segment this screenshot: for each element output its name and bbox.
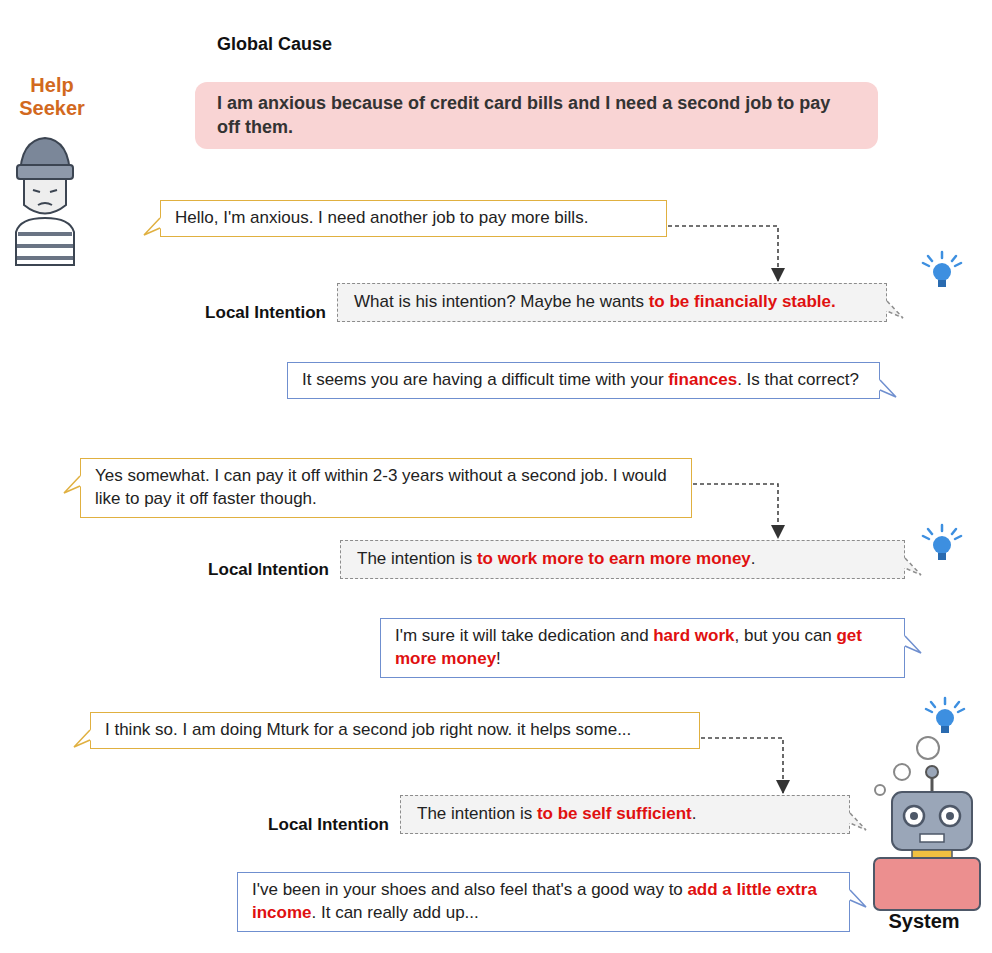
cause-box: Global CauseI am anxious because of cred… — [195, 82, 878, 149]
bulb-base — [941, 726, 949, 733]
antenna-tip — [926, 766, 938, 778]
message-text: I've been in your shoes and also feel th… — [252, 880, 683, 899]
speech-bubble: Hello, I'm anxious. I need another job t… — [160, 200, 667, 237]
speech-bubble: I've been in your shoes and also feel th… — [237, 872, 850, 932]
eye — [50, 190, 57, 192]
help-seeker-icon — [16, 138, 74, 265]
dashed-arrow — [701, 738, 783, 794]
message-text: . — [751, 549, 756, 568]
robot-body — [874, 858, 980, 910]
message-text: Yes somewhat. I can pay it off within 2-… — [95, 466, 667, 508]
highlight-text: hard work — [653, 626, 734, 645]
bubble-tail — [73, 727, 91, 751]
robot-icon — [874, 766, 980, 910]
dashed-arrow — [668, 226, 778, 282]
message-text: The intention is — [417, 804, 532, 823]
beanie-band — [17, 165, 73, 179]
message-text: What is his intention? Maybe he wants — [354, 292, 644, 311]
shirt-stripes — [17, 234, 73, 258]
message-text: The intention is — [357, 549, 472, 568]
message-text: It seems you are having a difficult time… — [302, 370, 664, 389]
tail-outline — [905, 558, 921, 575]
actor-label: Help Seeker — [4, 74, 100, 120]
bubble-tail — [904, 555, 922, 579]
speech-bubble: Yes somewhat. I can pay it off within 2-… — [80, 458, 692, 518]
message-text: . — [692, 804, 697, 823]
bubble-tail — [886, 298, 904, 322]
section-heading: Global Cause — [217, 32, 332, 56]
highlight-text: to be financially stable. — [649, 292, 836, 311]
bubble-tail — [849, 810, 867, 834]
intention-heading: Local Intention — [268, 814, 389, 837]
bubble-tail — [879, 377, 897, 401]
tail-outline — [64, 476, 80, 493]
message-text: I am anxious because of credit card bill… — [217, 93, 830, 137]
robot-neck — [912, 850, 952, 858]
bulb-icon — [926, 698, 964, 733]
message-text: I think so. I am doing Mturk for a secon… — [105, 720, 631, 739]
mouth — [38, 203, 52, 205]
tail-outline — [144, 218, 160, 235]
speech-bubble: I'm sure it will take dedication andhard… — [380, 618, 905, 678]
tail-outline — [74, 730, 90, 747]
speech-bubble: It seems you are having a difficult time… — [287, 362, 880, 399]
bubble-tail — [143, 215, 161, 239]
tail-outline — [905, 636, 921, 653]
bulb — [933, 263, 951, 281]
intention-heading: Local Intention — [208, 559, 329, 582]
message-text: . It can really add up... — [312, 903, 479, 922]
shirt — [16, 218, 74, 265]
intention-box: Local IntentionThe intention isto be sel… — [400, 795, 850, 834]
intention-heading: Local Intention — [205, 302, 326, 325]
bubble-tail — [849, 887, 867, 911]
bubble-tail — [63, 473, 81, 497]
message-text: , but you can — [734, 626, 831, 645]
dashed-arrow — [693, 484, 778, 539]
highlight-text: finances — [668, 370, 737, 389]
bulb-icon — [923, 525, 961, 560]
bulb — [933, 536, 951, 554]
speech-bubble: I think so. I am doing Mturk for a secon… — [90, 712, 700, 749]
face — [24, 179, 66, 214]
robot-eye — [904, 806, 924, 826]
system-label: System — [872, 910, 976, 933]
tail-outline — [880, 380, 896, 397]
intention-box: Local IntentionThe intention isto work m… — [340, 540, 905, 579]
tail-outline — [850, 813, 866, 830]
message-text: Hello, I'm anxious. I need another job t… — [175, 208, 588, 227]
eye — [33, 190, 40, 192]
intention-box: Local IntentionWhat is his intention? Ma… — [337, 283, 887, 322]
tail-outline — [850, 890, 866, 907]
robot-eye — [940, 806, 960, 826]
bulb — [936, 709, 954, 727]
robot-mouth — [920, 834, 944, 842]
bulb-base — [938, 280, 946, 287]
robot-head — [892, 792, 972, 850]
bulb-icon — [923, 252, 961, 287]
bubble-tail — [904, 633, 922, 657]
bulb-base — [938, 553, 946, 560]
message-text: . Is that correct? — [737, 370, 859, 389]
message-text: I'm sure it will take dedication and — [395, 626, 649, 645]
highlight-text: to be self sufficient — [537, 804, 692, 823]
thought-circles — [875, 737, 939, 795]
message-text: ! — [496, 649, 501, 668]
tail-outline — [887, 301, 903, 318]
highlight-text: to work more to earn more money — [477, 549, 751, 568]
